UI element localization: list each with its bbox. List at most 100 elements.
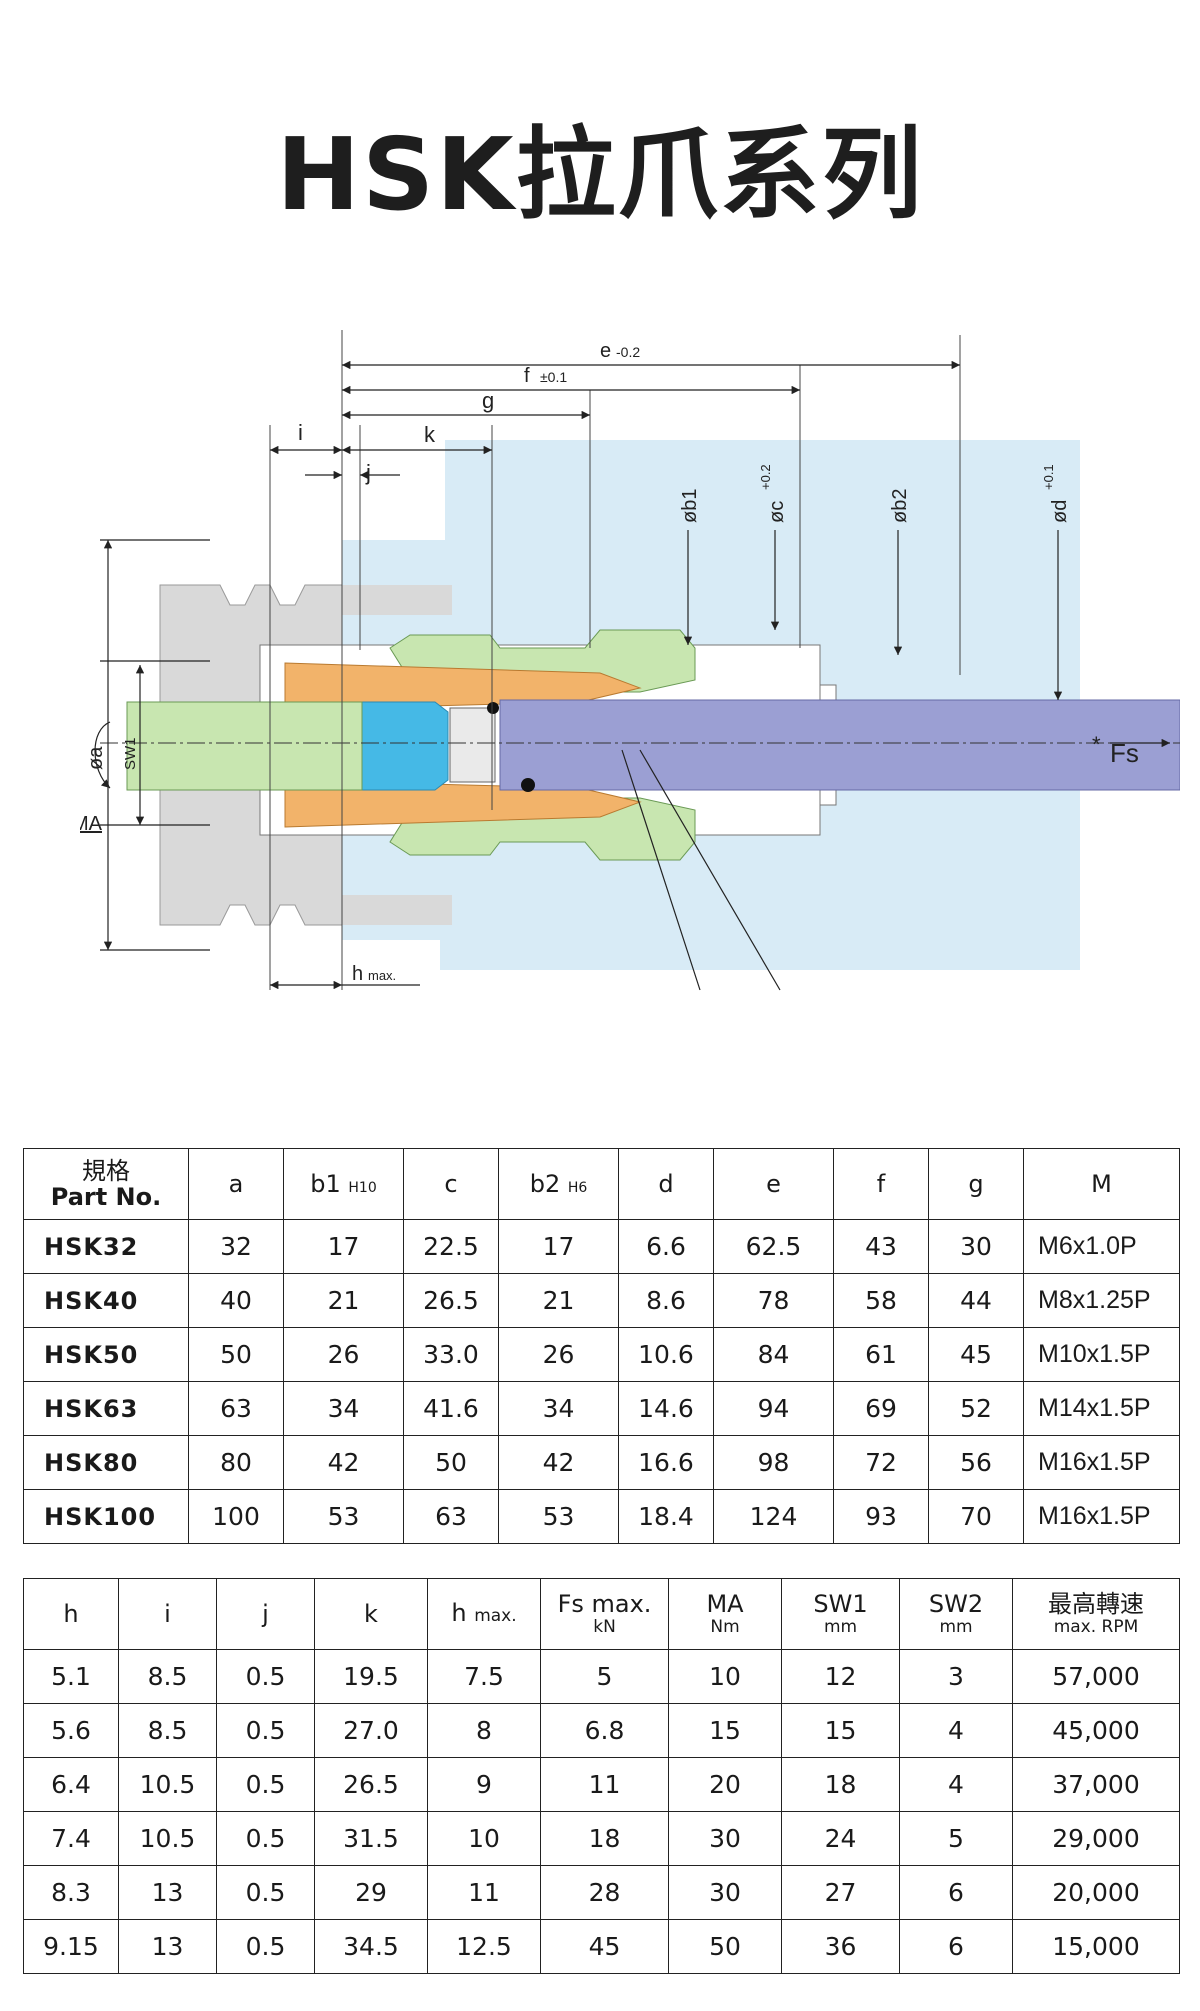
page-title: HSK拉爪系列: [276, 116, 924, 233]
cell-sw1: 36: [781, 1919, 900, 1974]
cell-rpm: 57,000: [1012, 1649, 1180, 1704]
cell-j: 0.5: [216, 1865, 315, 1920]
ball-lower: [521, 778, 535, 792]
cell-sw1: 12: [781, 1649, 900, 1704]
cell-rpm: 29,000: [1012, 1811, 1180, 1866]
col-a: a: [188, 1148, 284, 1220]
cell-m: M16x1.5P: [1023, 1435, 1180, 1490]
cell-sw1: 15: [781, 1703, 900, 1758]
col-c: c: [403, 1148, 499, 1220]
sw1-unit: mm: [823, 1617, 858, 1637]
part-header-zh: 規格: [82, 1157, 130, 1185]
cell-b1: 17: [283, 1219, 404, 1274]
cell-b2: 26: [498, 1327, 619, 1382]
cell-sw1: 24: [781, 1811, 900, 1866]
dim-c-tolerance: +0.2: [758, 464, 773, 490]
dim-i-label: i: [298, 420, 303, 445]
col-g: g: [928, 1148, 1024, 1220]
cell-h: 5.1: [23, 1649, 119, 1704]
fs-prefix: *: [1092, 732, 1101, 757]
cell-rpm: 15,000: [1012, 1919, 1180, 1974]
cell-part: HSK100: [23, 1489, 189, 1544]
cell-hmax: 8: [427, 1703, 541, 1758]
cell-b1: 42: [283, 1435, 404, 1490]
col-j: j: [216, 1578, 315, 1650]
dim-c-label: øc: [766, 501, 788, 523]
cell-d: 10.6: [618, 1327, 714, 1382]
col-k: k: [314, 1578, 428, 1650]
cell-e: 62.5: [713, 1219, 834, 1274]
b1-tolerance: H10: [348, 1180, 377, 1196]
cell-fs: 28: [540, 1865, 669, 1920]
col-b1: b1 H10: [283, 1148, 404, 1220]
cell-fs: 11: [540, 1757, 669, 1812]
cell-ma: 30: [668, 1811, 782, 1866]
cell-k: 34.5: [314, 1919, 428, 1974]
cell-m: M8x1.25P: [1023, 1273, 1180, 1328]
cell-c: 41.6: [403, 1381, 499, 1436]
cell-fs: 6.8: [540, 1703, 669, 1758]
cell-b2: 21: [498, 1273, 619, 1328]
cell-sw2: 4: [899, 1757, 1013, 1812]
dim-a-label: øa: [85, 746, 107, 770]
cell-hmax: 9: [427, 1757, 541, 1812]
cell-sw2: 6: [899, 1919, 1013, 1974]
cell-k: 29: [314, 1865, 428, 1920]
sw1-header: SW1: [813, 1590, 868, 1618]
tool-stem: [126, 701, 363, 791]
cell-rpm: 45,000: [1012, 1703, 1180, 1758]
cell-part: HSK80: [23, 1435, 189, 1490]
cell-hmax: 7.5: [427, 1649, 541, 1704]
col-hmax: h max.: [427, 1578, 541, 1650]
cell-d: 6.6: [618, 1219, 714, 1274]
col-i: i: [118, 1578, 217, 1650]
cell-j: 0.5: [216, 1757, 315, 1812]
cell-a: 32: [188, 1219, 284, 1274]
fs-unit: kN: [593, 1617, 616, 1637]
dim-d-label: ød: [1049, 500, 1071, 523]
col-e: e: [713, 1148, 834, 1220]
dim-d-tolerance: +0.1: [1041, 464, 1056, 490]
cell-f: 61: [833, 1327, 929, 1382]
hsk-drawbar-cross-section-diagram: e -0.2 f ±0.1 g i k j øb1 øc +0.2 øb2 ød…: [80, 330, 1180, 991]
cell-m: M14x1.5P: [1023, 1381, 1180, 1436]
cell-h: 9.15: [23, 1919, 119, 1974]
cell-b2: 34: [498, 1381, 619, 1436]
cell-sw2: 6: [899, 1865, 1013, 1920]
holder-flange: [342, 585, 452, 615]
cell-j: 0.5: [216, 1703, 315, 1758]
ma-unit: Nm: [710, 1617, 740, 1637]
cell-rpm: 37,000: [1012, 1757, 1180, 1812]
col-f: f: [833, 1148, 929, 1220]
cell-a: 40: [188, 1273, 284, 1328]
cell-part: HSK50: [23, 1327, 189, 1382]
dim-b2-label: øb2: [889, 489, 911, 523]
cell-part: HSK32: [23, 1219, 189, 1274]
cell-hmax: 11: [427, 1865, 541, 1920]
holder-flange-lower: [342, 895, 452, 925]
cell-c: 33.0: [403, 1327, 499, 1382]
rpm-header: 最高轉速: [1048, 1590, 1144, 1618]
cell-g: 52: [928, 1381, 1024, 1436]
sw2-unit: mm: [939, 1617, 973, 1637]
cell-e: 78: [713, 1273, 834, 1328]
col-m: M: [1023, 1148, 1180, 1220]
cell-e: 84: [713, 1327, 834, 1382]
h-max-suffix: max.: [368, 968, 396, 983]
cell-b2: 17: [498, 1219, 619, 1274]
cell-h: 6.4: [23, 1757, 119, 1812]
cell-k: 26.5: [314, 1757, 428, 1812]
cell-g: 45: [928, 1327, 1024, 1382]
dim-sw1-label: SW1: [122, 737, 139, 770]
